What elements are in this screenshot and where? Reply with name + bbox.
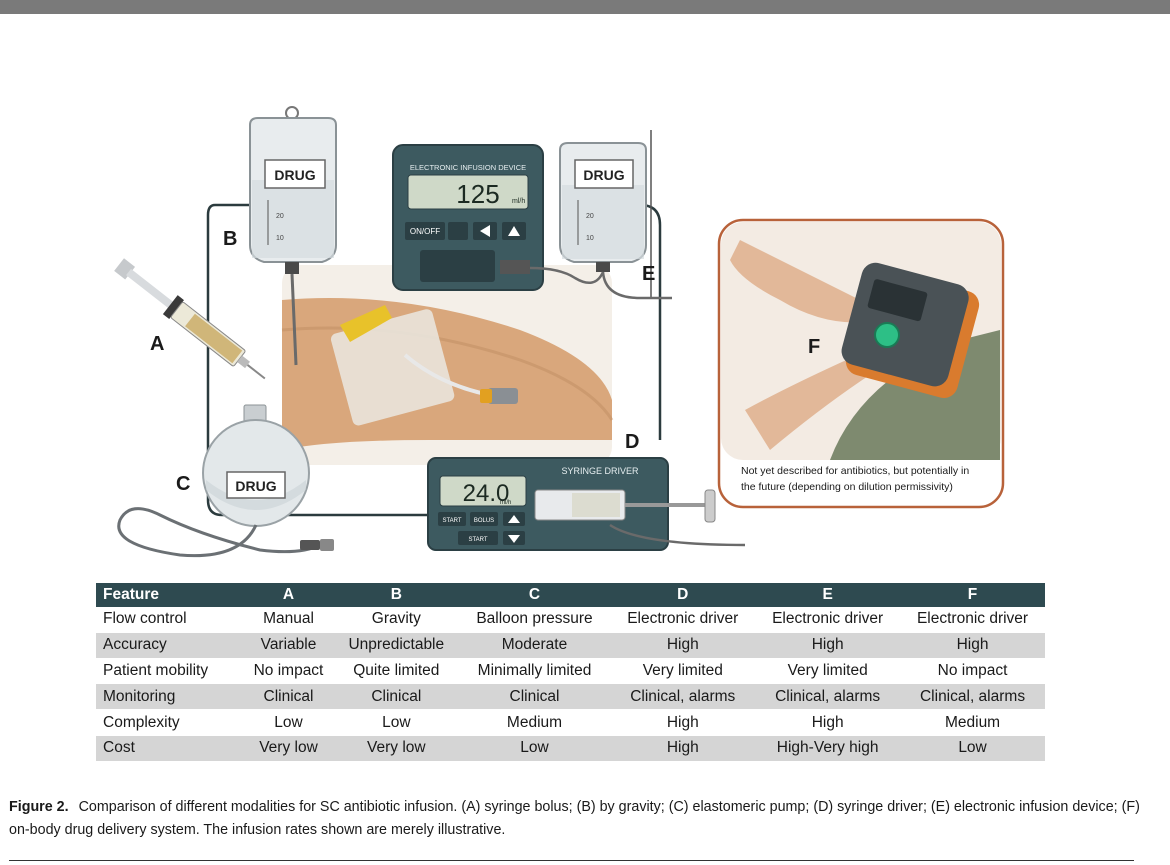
table-cell: High xyxy=(610,735,756,762)
header-b: B xyxy=(333,583,459,607)
header-a: A xyxy=(243,583,334,607)
syringe-rate-unit: ml/h xyxy=(500,500,511,506)
onbody-note-line1: Not yet described for antibiotics, but p… xyxy=(741,465,969,477)
table-cell: Very low xyxy=(333,735,459,762)
row-label: Complexity xyxy=(96,709,243,736)
row-label: Monitoring xyxy=(96,683,243,711)
infusion-device-title: ELECTRONIC INFUSION DEVICE xyxy=(410,163,526,172)
figure-label: Figure 2. xyxy=(9,799,69,815)
table-cell: Electronic driver xyxy=(610,607,756,633)
syringe-driver-d: SYRINGE DRIVER 24.0 ml/h START BOLUS STA… xyxy=(427,457,746,551)
table-cell: High xyxy=(610,709,756,736)
table-cell: Manual xyxy=(243,607,334,633)
bolus-button-label: BOLUS xyxy=(474,518,494,524)
start2-button-label: START xyxy=(468,537,487,543)
balloon-drug-label: DRUG xyxy=(235,478,276,494)
gravity-bag-e: DRUG 20 10 xyxy=(529,130,672,300)
table-cell: Very limited xyxy=(755,658,901,685)
table-cell: Gravity xyxy=(333,607,459,633)
row-label: Cost xyxy=(96,735,243,762)
label-b: B xyxy=(223,228,237,250)
syringe-a xyxy=(114,258,266,380)
header-feature: Feature xyxy=(96,583,243,607)
table-cell: Low xyxy=(243,709,334,736)
table-cell: Clinical, alarms xyxy=(610,683,756,711)
table-row: Accuracy Variable Unpredictable Moderate… xyxy=(96,632,1045,659)
table-cell: High xyxy=(900,632,1045,659)
onbody-device-panel-f: Not yet described for antibiotics, but p… xyxy=(717,218,1005,509)
table-cell: Balloon pressure xyxy=(458,607,611,633)
table-cell: Low xyxy=(333,709,459,736)
table-cell: Clinical xyxy=(458,683,611,711)
table-cell: Very low xyxy=(243,735,334,762)
table-cell: High xyxy=(755,709,901,736)
header-d: D xyxy=(610,583,756,607)
gravity-bag-b: DRUG 20 10 xyxy=(249,106,337,366)
infusion-modalities-illustration: DRUG 20 10 B ELECTRONIC INFUSION DEVICE … xyxy=(114,106,1005,558)
elastomeric-pump-c: DRUG xyxy=(117,404,334,558)
syringe-driver-title: SYRINGE DRIVER xyxy=(561,466,639,476)
row-label: Accuracy xyxy=(96,632,243,659)
table-cell: Electronic driver xyxy=(900,607,1045,633)
table-cell: Very limited xyxy=(610,658,756,685)
connector-line xyxy=(206,203,430,517)
top-border-bar xyxy=(0,0,1170,14)
bag-e-drug-label: DRUG xyxy=(583,167,624,183)
onbody-note-line2: the future (depending on dilution permis… xyxy=(741,481,953,493)
header-c: C xyxy=(458,583,611,607)
on-off-button-label: ON/OFF xyxy=(410,227,440,236)
table-cell: Low xyxy=(900,735,1045,762)
table-header-row: Feature A B C D E F xyxy=(96,583,1045,607)
table-cell: High xyxy=(755,632,901,659)
infusion-rate-display: 125 xyxy=(456,179,499,209)
table-cell: Variable xyxy=(243,632,334,659)
label-e: E xyxy=(642,263,655,285)
bag-drug-label: DRUG xyxy=(274,167,315,183)
electronic-infusion-device: ELECTRONIC INFUSION DEVICE 125 ml/h ON/O… xyxy=(392,144,544,291)
start-button-label: START xyxy=(442,518,461,524)
table-cell: Clinical, alarms xyxy=(900,683,1045,711)
table-row: Cost Very low Very low Low High High-Ver… xyxy=(96,735,1045,762)
table-cell: Medium xyxy=(900,709,1045,736)
table-row: Patient mobility No impact Quite limited… xyxy=(96,658,1045,685)
table-cell: High-Very high xyxy=(755,735,901,762)
bag-scale-20: 20 xyxy=(276,213,284,220)
table-cell: Medium xyxy=(458,709,611,736)
figure-caption: Figure 2.Comparison of different modalit… xyxy=(9,796,1149,842)
table-cell: Clinical, alarms xyxy=(755,683,901,711)
row-label: Flow control xyxy=(96,607,243,633)
table-cell: No impact xyxy=(243,658,334,685)
table-cell: Electronic driver xyxy=(755,607,901,633)
table-row: Flow control Manual Gravity Balloon pres… xyxy=(96,607,1045,633)
bag-e-scale-10: 10 xyxy=(586,235,594,242)
comparison-table: Feature A B C D E F Flow control Manual … xyxy=(96,583,1045,762)
label-a: A xyxy=(150,333,164,355)
label-d: D xyxy=(625,431,639,453)
table-cell: Clinical xyxy=(333,683,459,711)
bag-e-scale-20: 20 xyxy=(586,213,594,220)
figure-caption-text: Comparison of different modalities for S… xyxy=(9,799,1140,838)
arm-image xyxy=(281,265,614,465)
table-cell: Low xyxy=(458,735,611,762)
infusion-rate-unit: ml/h xyxy=(512,198,525,205)
header-e: E xyxy=(755,583,901,607)
table-row: Complexity Low Low Medium High High Medi… xyxy=(96,709,1045,736)
header-f: F xyxy=(900,583,1045,607)
table-cell: Moderate xyxy=(458,632,611,659)
table-cell: Unpredictable xyxy=(333,632,459,659)
table-row: Monitoring Clinical Clinical Clinical Cl… xyxy=(96,683,1045,711)
table-cell: Quite limited xyxy=(333,658,459,685)
bag-scale-10: 10 xyxy=(276,235,284,242)
bottom-divider xyxy=(9,860,1134,861)
table-cell: Minimally limited xyxy=(458,658,611,685)
label-c: C xyxy=(176,473,190,495)
table-cell: Clinical xyxy=(243,683,334,711)
row-label: Patient mobility xyxy=(96,658,243,685)
label-f: F xyxy=(808,336,820,358)
table-cell: No impact xyxy=(900,658,1045,685)
syringe-rate-display: 24.0 xyxy=(463,480,510,507)
table-cell: High xyxy=(610,632,756,659)
